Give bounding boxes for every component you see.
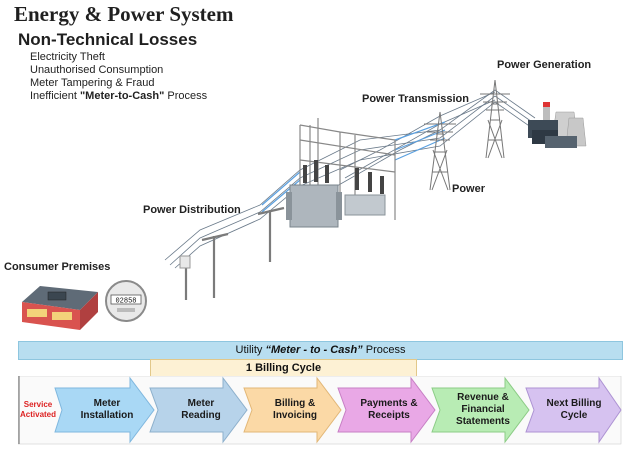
step-line: Financial [461,404,505,415]
distribution-pole-icon [184,206,285,300]
transformer-box-icon [179,255,191,269]
loss-item: Electricity Theft [30,51,105,63]
step-line: Installation [80,410,134,421]
step-payments-receipts: Payments &Receipts [350,396,428,424]
label-power: Power [452,183,486,195]
store-icon [22,286,98,330]
step-line: Billing & [274,398,316,409]
power-lines [164,89,536,269]
process-header-pre: Utility [235,344,266,356]
loss-item-bold: "Meter-to-Cash" [79,90,165,102]
step-line: Cycle [560,410,588,421]
step-line: Statements [456,416,510,427]
transmission-tower-icon [424,111,456,191]
step-arrow-billing [243,376,342,444]
page-subtitle: Non-Technical Losses [18,30,198,49]
power-system-illustration: 02858 Power Generation Power Transmissio… [4,59,591,330]
step-line: Receipts [368,410,410,421]
step-arrow-meter-reading [149,376,248,444]
power-plant-icon [528,102,587,148]
step-arrow-next-cycle [525,376,622,444]
loss-item: Unauthorised Consumption [30,64,164,76]
loss-item-post: Process [164,90,208,102]
label-power-generation: Power Generation [497,59,591,71]
step-arrow-revenue [431,376,530,444]
loss-item: Meter Tampering & Fraud [30,77,155,89]
process-header-bold: “Meter - to - Cash” [265,344,363,356]
page-title: Energy & Power System [14,2,234,26]
step-line: Reading [181,410,221,421]
meter-display: 02858 [115,298,136,306]
loss-item-pre: Inefficient [30,90,80,102]
step-arrow-meter-installation [54,376,155,444]
process-flow [18,376,622,445]
step-line: Meter [93,398,121,409]
substation-icon [286,118,396,228]
step-line: Invoicing [273,410,317,421]
label-consumer-premises: Consumer Premises [4,261,110,273]
losses-list: Electricity Theft Unauthorised Consumpti… [30,51,207,103]
step-line: Service [23,400,53,409]
label-power-distribution: Power Distribution [143,204,241,216]
step-line: Next Billing [546,398,602,409]
step-billing-invoicing: Billing &Invoicing [256,396,334,424]
step-arrow-payments [337,376,436,444]
step-line: Activated [20,410,57,419]
step-line: Payments & [360,398,418,409]
electric-meter-icon: 02858 [105,280,147,322]
transmission-tower-icon [480,79,510,159]
process-header: Utility “Meter - to - Cash” Process [18,341,623,360]
step-line: Revenue & [457,392,509,403]
label-power-transmission: Power Transmission [362,93,469,105]
process-header-post: Process [362,344,406,356]
loss-item: Inefficient "Meter-to-Cash" Process [30,90,207,103]
step-line: Meter [187,398,215,409]
